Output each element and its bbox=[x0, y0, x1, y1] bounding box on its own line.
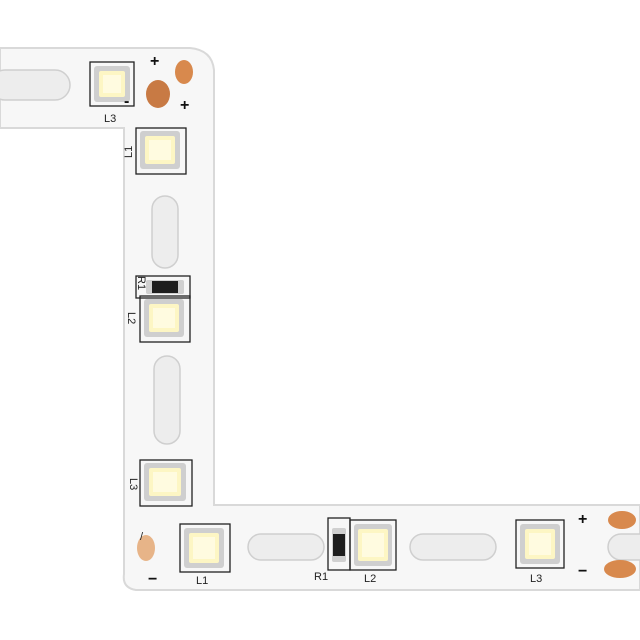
sign-plus-top-left: + bbox=[150, 53, 159, 70]
strip-slots bbox=[0, 69, 640, 561]
led-bottom-l2 bbox=[349, 519, 397, 571]
strip-board bbox=[0, 47, 640, 591]
label-r1-vertical: R1 bbox=[135, 276, 147, 290]
label-l2-bottom: L2 bbox=[364, 573, 376, 585]
resistor-vertical bbox=[135, 275, 191, 299]
label-l1-bottom: L1 bbox=[196, 575, 208, 587]
led-bottom-l1 bbox=[179, 523, 231, 573]
pad-top-corner-1 bbox=[175, 60, 193, 84]
sign-slash-bottom-left: / bbox=[140, 531, 144, 543]
pad-bottom-left bbox=[137, 535, 155, 561]
pad-right-top bbox=[608, 511, 636, 529]
label-l3-bottom: L3 bbox=[530, 573, 542, 585]
label-l3-top: L3 bbox=[104, 113, 116, 125]
sign-plus-right: + bbox=[578, 511, 587, 528]
slot-bottom-1 bbox=[247, 533, 325, 561]
slot-vertical-2 bbox=[153, 355, 181, 445]
slot-bottom-2 bbox=[409, 533, 497, 561]
label-l1-vertical: L1 bbox=[123, 146, 135, 158]
resistors bbox=[135, 275, 351, 571]
resistor-bottom bbox=[327, 517, 351, 571]
led-vertical-l2 bbox=[139, 295, 191, 343]
label-l3-vertical: L3 bbox=[127, 478, 139, 490]
led-top-l3 bbox=[89, 61, 135, 107]
sign-minus-right: − bbox=[578, 563, 587, 580]
silkscreen-labels: L3 L1 R1 L2 L3 L1 R1 L2 L3 + - + + − − / bbox=[104, 53, 587, 588]
sign-minus-bottom-left: − bbox=[148, 571, 157, 588]
solder-pads bbox=[137, 60, 636, 578]
pad-right-bottom bbox=[604, 560, 636, 578]
slot-vertical-1 bbox=[151, 195, 179, 269]
sign-plus-top-corner: + bbox=[180, 97, 189, 114]
label-l2-vertical: L2 bbox=[125, 312, 137, 324]
led-vertical-l1 bbox=[135, 127, 187, 175]
sign-minus-top-left: - bbox=[124, 93, 129, 110]
pad-top-corner-2 bbox=[146, 80, 170, 108]
led-vertical-l3 bbox=[139, 459, 193, 507]
led-chips bbox=[89, 61, 565, 573]
slot-top bbox=[0, 69, 71, 101]
label-r1-bottom: R1 bbox=[314, 571, 328, 583]
slot-bottom-3 bbox=[607, 533, 640, 561]
led-bottom-l3 bbox=[515, 519, 565, 569]
